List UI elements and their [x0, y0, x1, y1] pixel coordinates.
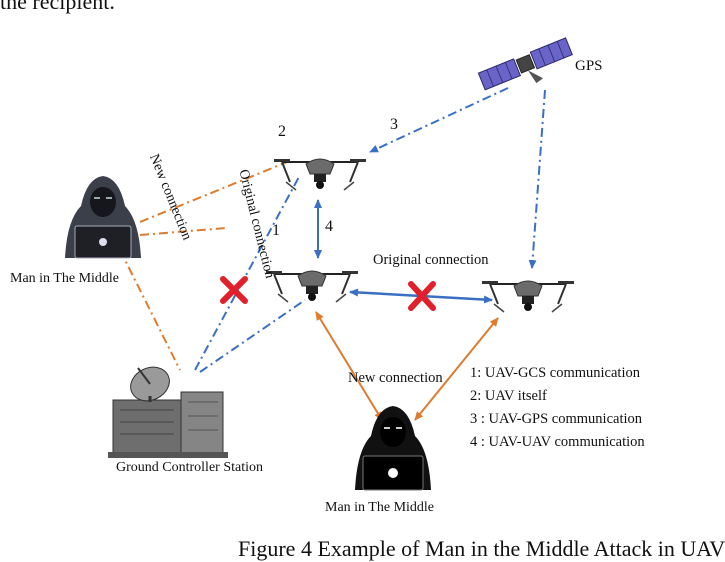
- gcs-to-uav1-line: [199, 299, 306, 373]
- label-2: 2: [278, 123, 286, 140]
- man-in-middle-bottom-label: Man in The Middle: [325, 500, 435, 515]
- gps-label: GPS: [575, 58, 603, 74]
- gps-to-uav3-link: [528, 89, 546, 269]
- gps-to-uav2-link: [369, 87, 509, 153]
- legend-item-2: 2: UAV itself: [470, 388, 547, 404]
- uav-2-drone-icon: [273, 158, 367, 191]
- new-connection-uav1-link: [315, 311, 383, 421]
- legend-item-3: 3 : UAV-GPS communication: [470, 411, 642, 427]
- man-in-middle-left-label: Man in The Middle: [10, 271, 120, 286]
- uav-3-drone-icon: [481, 280, 575, 313]
- legend-item-1: 1: UAV-GCS communication: [470, 365, 640, 381]
- uav-1-drone-icon: [265, 270, 359, 303]
- hacker-left-icon: [65, 176, 141, 259]
- top-text-fragment: the recipient.: [0, 0, 115, 14]
- blocked-x-icon: [408, 281, 436, 311]
- ground-station-icon: [108, 366, 228, 458]
- new-connection-gcs-line: [119, 249, 181, 371]
- hacker-bottom-icon: [355, 406, 431, 491]
- original-connection-label: Original connection: [373, 252, 489, 268]
- gcs-to-uav2-line: [194, 174, 301, 371]
- legend: 1: UAV-GCS communication 2: UAV itself 3…: [470, 362, 645, 454]
- figure-caption: Figure 4 Example of Man in the Middle At…: [238, 536, 725, 561]
- new-connection-label: New connection: [348, 370, 443, 386]
- new-connection-uav3-link: [414, 317, 499, 421]
- label-3: 3: [390, 116, 398, 133]
- label-1: 1: [272, 222, 280, 239]
- ground-station-label: Ground Controller Station: [116, 460, 263, 475]
- new-connection-uav-line: [139, 159, 293, 223]
- satellite-icon: [477, 37, 573, 91]
- blocked-x-icon: [220, 276, 248, 304]
- mitm-diagram: [65, 37, 575, 491]
- label-4: 4: [325, 218, 333, 235]
- legend-item-4: 4 : UAV-UAV communication: [470, 434, 645, 450]
- hacker-link-line: [139, 227, 227, 236]
